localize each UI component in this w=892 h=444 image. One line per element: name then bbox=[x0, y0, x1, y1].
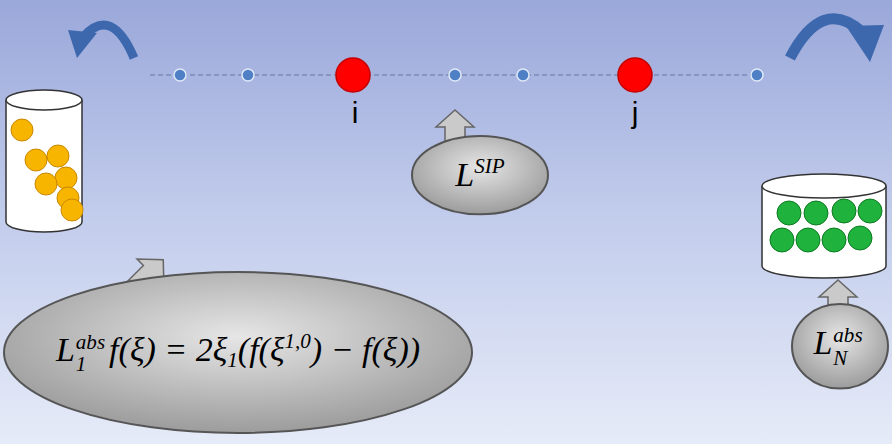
math-index: 1,0 bbox=[284, 329, 310, 353]
math-text: L bbox=[813, 324, 832, 361]
operator-ellipse: LSIP bbox=[410, 134, 550, 216]
math-text: L bbox=[56, 331, 75, 368]
ellipse-outline bbox=[792, 304, 888, 389]
lattice-sites bbox=[174, 69, 763, 81]
math-index: 1 bbox=[227, 348, 238, 372]
index-stack: abs1 bbox=[76, 331, 105, 375]
math-index: abs bbox=[76, 331, 105, 353]
site-label: i bbox=[352, 96, 359, 130]
operator-ellipse: LabsN bbox=[790, 302, 890, 391]
math-text: f(ξ) = 2ξ bbox=[109, 331, 227, 368]
operator-ellipse: Labs1f(ξ) = 2ξ1(f(ξ1,0) − f(ξ)) bbox=[2, 270, 474, 435]
math-index: SIP bbox=[474, 154, 504, 178]
marked-sites bbox=[336, 58, 652, 92]
site-label: j bbox=[632, 96, 639, 130]
ellipse-outline bbox=[412, 136, 548, 214]
formula: Labs1f(ξ) = 2ξ1(f(ξ1,0) − f(ξ)) bbox=[56, 329, 420, 375]
curved-arrow bbox=[790, 19, 884, 62]
index-stack: absN bbox=[833, 324, 862, 368]
reservoir bbox=[6, 90, 83, 232]
math-text: ) − f(ξ)) bbox=[311, 331, 420, 368]
math-text: L bbox=[455, 156, 474, 193]
formula: LabsN bbox=[813, 323, 866, 368]
reservoir bbox=[762, 174, 886, 278]
ellipse-outline bbox=[4, 272, 472, 433]
math-index: abs bbox=[833, 324, 862, 346]
math-index: 1 bbox=[76, 353, 105, 375]
formula: LSIP bbox=[455, 154, 504, 195]
curved-arrow bbox=[68, 25, 134, 58]
math-text: (f(ξ bbox=[238, 331, 285, 368]
math-index: N bbox=[833, 347, 862, 369]
